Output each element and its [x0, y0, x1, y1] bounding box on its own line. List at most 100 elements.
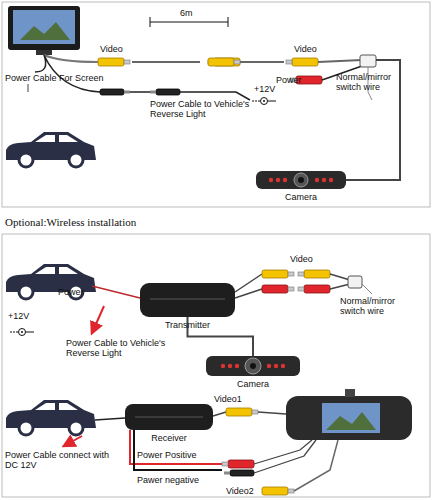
callout-label: Video	[294, 44, 317, 54]
receiver-wires	[130, 430, 222, 464]
power-wire	[95, 418, 125, 420]
wireless-unit: Receiver	[125, 404, 213, 430]
transmitter-plugs	[298, 285, 330, 293]
dimension-line	[150, 22, 228, 23]
device-label: Camera	[237, 379, 269, 389]
camera-device: Camera	[206, 356, 300, 376]
rearview-mirror	[286, 389, 412, 440]
video-extension	[240, 61, 284, 63]
camera-face	[256, 171, 346, 189]
device-label: Receiver	[151, 433, 187, 443]
callout-label: Video	[290, 254, 313, 264]
reverse-light-cable	[252, 98, 276, 105]
callout-label: Video	[100, 44, 123, 54]
camera-lens	[294, 173, 308, 187]
rearview-mirror	[345, 389, 355, 397]
callout-label: Power	[58, 287, 84, 297]
ir-led	[281, 364, 285, 368]
video-extension	[98, 58, 318, 66]
video-extension	[208, 58, 240, 66]
reverse-light-cable	[100, 89, 130, 95]
reverse-light-cable	[180, 92, 250, 100]
ir-led	[315, 178, 319, 182]
camera-harness	[318, 60, 362, 62]
camera-lens	[298, 177, 304, 183]
transmitter-plugs	[348, 276, 362, 288]
transmitter-plugs	[298, 270, 330, 278]
wireless-unit: Transmitter	[140, 283, 235, 317]
callout-label: 6m	[180, 8, 193, 18]
ir-led	[329, 178, 333, 182]
transmitter-plugs	[262, 270, 294, 278]
ir-led	[267, 364, 271, 368]
camera-lens	[250, 363, 256, 369]
monitor	[20, 22, 70, 40]
callout-label: Power Cable to Vehicle's Reverse Light	[66, 338, 166, 359]
callout-label: Power Cable to Vehicle's Reverse Light	[150, 99, 250, 120]
callout-label: Normal/mirror switch wire	[336, 72, 414, 93]
power-wire	[92, 286, 140, 298]
rearview-mirror	[326, 412, 376, 430]
camera-lens	[245, 358, 261, 374]
receiver-wires	[262, 487, 294, 495]
callout-label: Power Cable For Screen	[5, 73, 104, 83]
panel-frame	[2, 2, 430, 207]
red-arrow	[92, 306, 104, 333]
receiver-wires	[134, 430, 222, 470]
ir-led	[221, 364, 225, 368]
receiver-wires	[224, 470, 254, 476]
callout-label: Power Cable connect with DC 12V	[5, 450, 113, 471]
camera-face	[206, 356, 300, 376]
leader-line	[28, 84, 29, 92]
callout-label: Power Positive	[137, 450, 197, 460]
receiver-wires	[226, 408, 258, 416]
callout-label: Normal/mirror switch wire	[340, 296, 422, 317]
ir-led	[228, 364, 232, 368]
ir-led	[283, 178, 287, 182]
monitor	[8, 6, 80, 55]
video-extension	[286, 58, 318, 66]
camera-harness	[360, 55, 376, 67]
monitor	[13, 10, 75, 44]
reverse-light-cable	[150, 89, 180, 95]
transmitter-plugs	[235, 274, 262, 298]
unit-groove	[150, 298, 225, 300]
red-arrow	[64, 436, 82, 446]
transmitter-plugs	[235, 270, 372, 298]
callout-label: Video1	[214, 394, 242, 404]
ir-led	[276, 178, 280, 182]
reverse-light-cable	[150, 89, 180, 95]
dc-symbol	[10, 329, 34, 336]
transmitter-plugs	[362, 284, 372, 294]
rearview-mirror	[286, 396, 412, 440]
panel-frame	[2, 234, 430, 497]
section-heading: Optional:Wireless installation	[5, 216, 136, 229]
camera-device: Camera	[256, 171, 346, 189]
transmitter-plugs	[330, 274, 350, 289]
video-extension	[286, 58, 318, 66]
receiver-wires	[222, 460, 254, 468]
callout-label: Pawer negative	[137, 475, 199, 485]
video-extension	[98, 58, 130, 66]
reverse-light-cable	[130, 91, 150, 93]
device-label: Camera	[285, 192, 317, 202]
video-extension	[208, 58, 240, 66]
video-extension	[132, 61, 200, 63]
callout-label: Power	[276, 75, 302, 85]
receiver-wires	[224, 470, 254, 476]
ir-led	[274, 364, 278, 368]
dimension-line	[150, 17, 151, 27]
car-icon	[6, 264, 96, 299]
receiver-wires	[254, 440, 316, 473]
dimension-line	[228, 17, 229, 27]
receiver-wires	[222, 460, 254, 468]
device-label: Transmitter	[165, 320, 210, 330]
dimension-line	[150, 17, 228, 27]
video-extension	[208, 58, 240, 66]
receiver-wires	[258, 412, 286, 414]
car-icon	[6, 132, 96, 167]
callout-label: Video2	[226, 486, 254, 496]
screen-cables	[44, 55, 98, 62]
monitor	[8, 6, 80, 50]
